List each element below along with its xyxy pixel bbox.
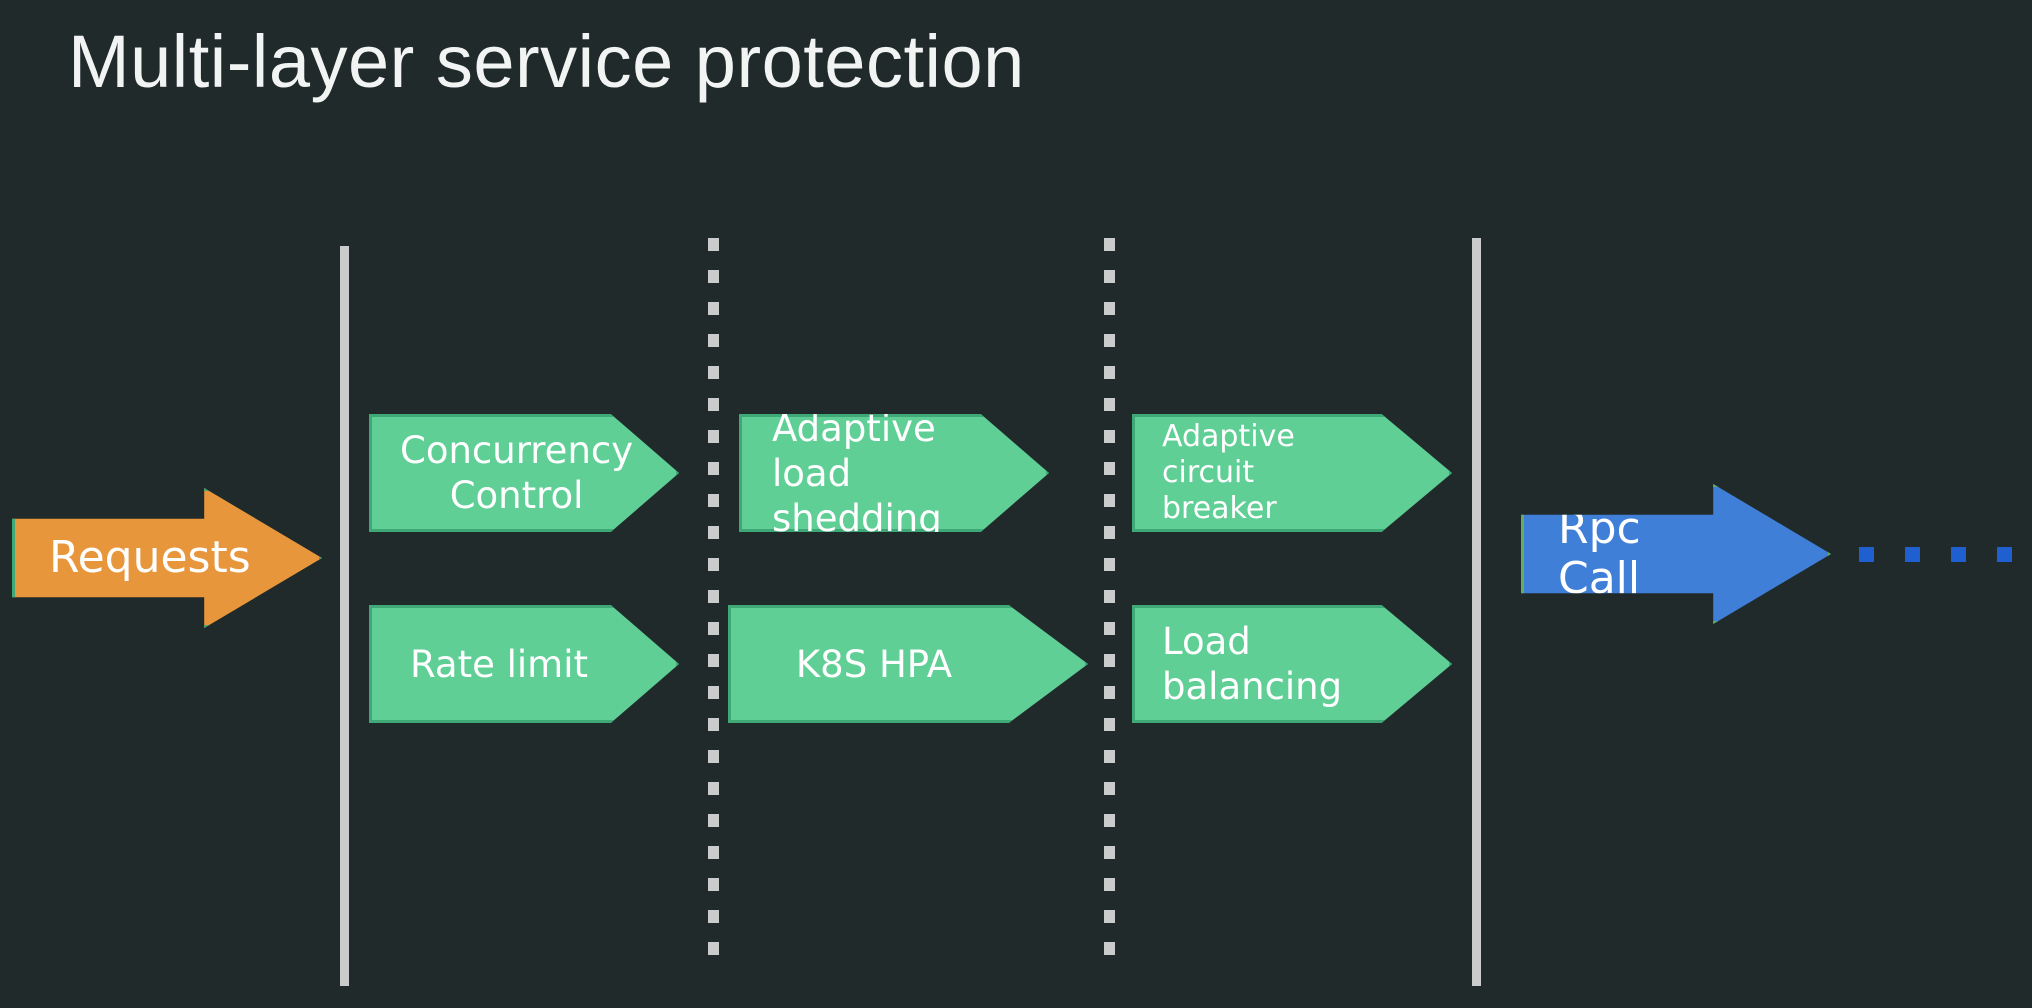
divider-separator-1 [708, 238, 719, 962]
arrow-adaptive-load-shedding[interactable]: Adaptive load shedding [739, 414, 1049, 532]
trailing-dot-2 [1905, 547, 1920, 562]
arrow-rpc-call[interactable]: Rpc Call [1521, 484, 1831, 624]
arrow-k8s-hpa[interactable]: K8S HPA [728, 605, 1088, 723]
page-title: Multi-layer service protection [68, 20, 1025, 103]
arrow-concurrency-control-label: Concurrency Control [400, 429, 634, 517]
arrow-rate-limit-label: Rate limit [410, 642, 588, 686]
trailing-dots [1859, 547, 2012, 562]
arrow-adaptive-circuit-breaker[interactable]: Adaptive circuit breaker [1132, 414, 1452, 532]
trailing-dot-4 [1997, 547, 2012, 562]
arrow-rate-limit[interactable]: Rate limit [369, 605, 679, 723]
arrow-k8s-hpa-label: K8S HPA [795, 642, 953, 686]
arrow-concurrency-control[interactable]: Concurrency Control [369, 414, 679, 532]
arrow-load-balancing-label: Load balancing [1162, 620, 1343, 708]
arrow-adaptive-load-shedding-label: Adaptive load shedding [772, 406, 942, 540]
divider-boundary-right [1472, 238, 1481, 986]
arrow-adaptive-circuit-breaker-label: Adaptive circuit breaker [1162, 419, 1295, 526]
arrow-load-balancing[interactable]: Load balancing [1132, 605, 1452, 723]
trailing-dot-3 [1951, 547, 1966, 562]
trailing-dot-1 [1859, 547, 1874, 562]
divider-boundary-left [340, 246, 349, 986]
arrow-requests[interactable]: Requests [12, 488, 322, 628]
divider-separator-2 [1104, 238, 1115, 962]
arrow-requests-label: Requests [49, 532, 251, 583]
arrow-rpc-call-label: Rpc Call [1558, 503, 1641, 604]
